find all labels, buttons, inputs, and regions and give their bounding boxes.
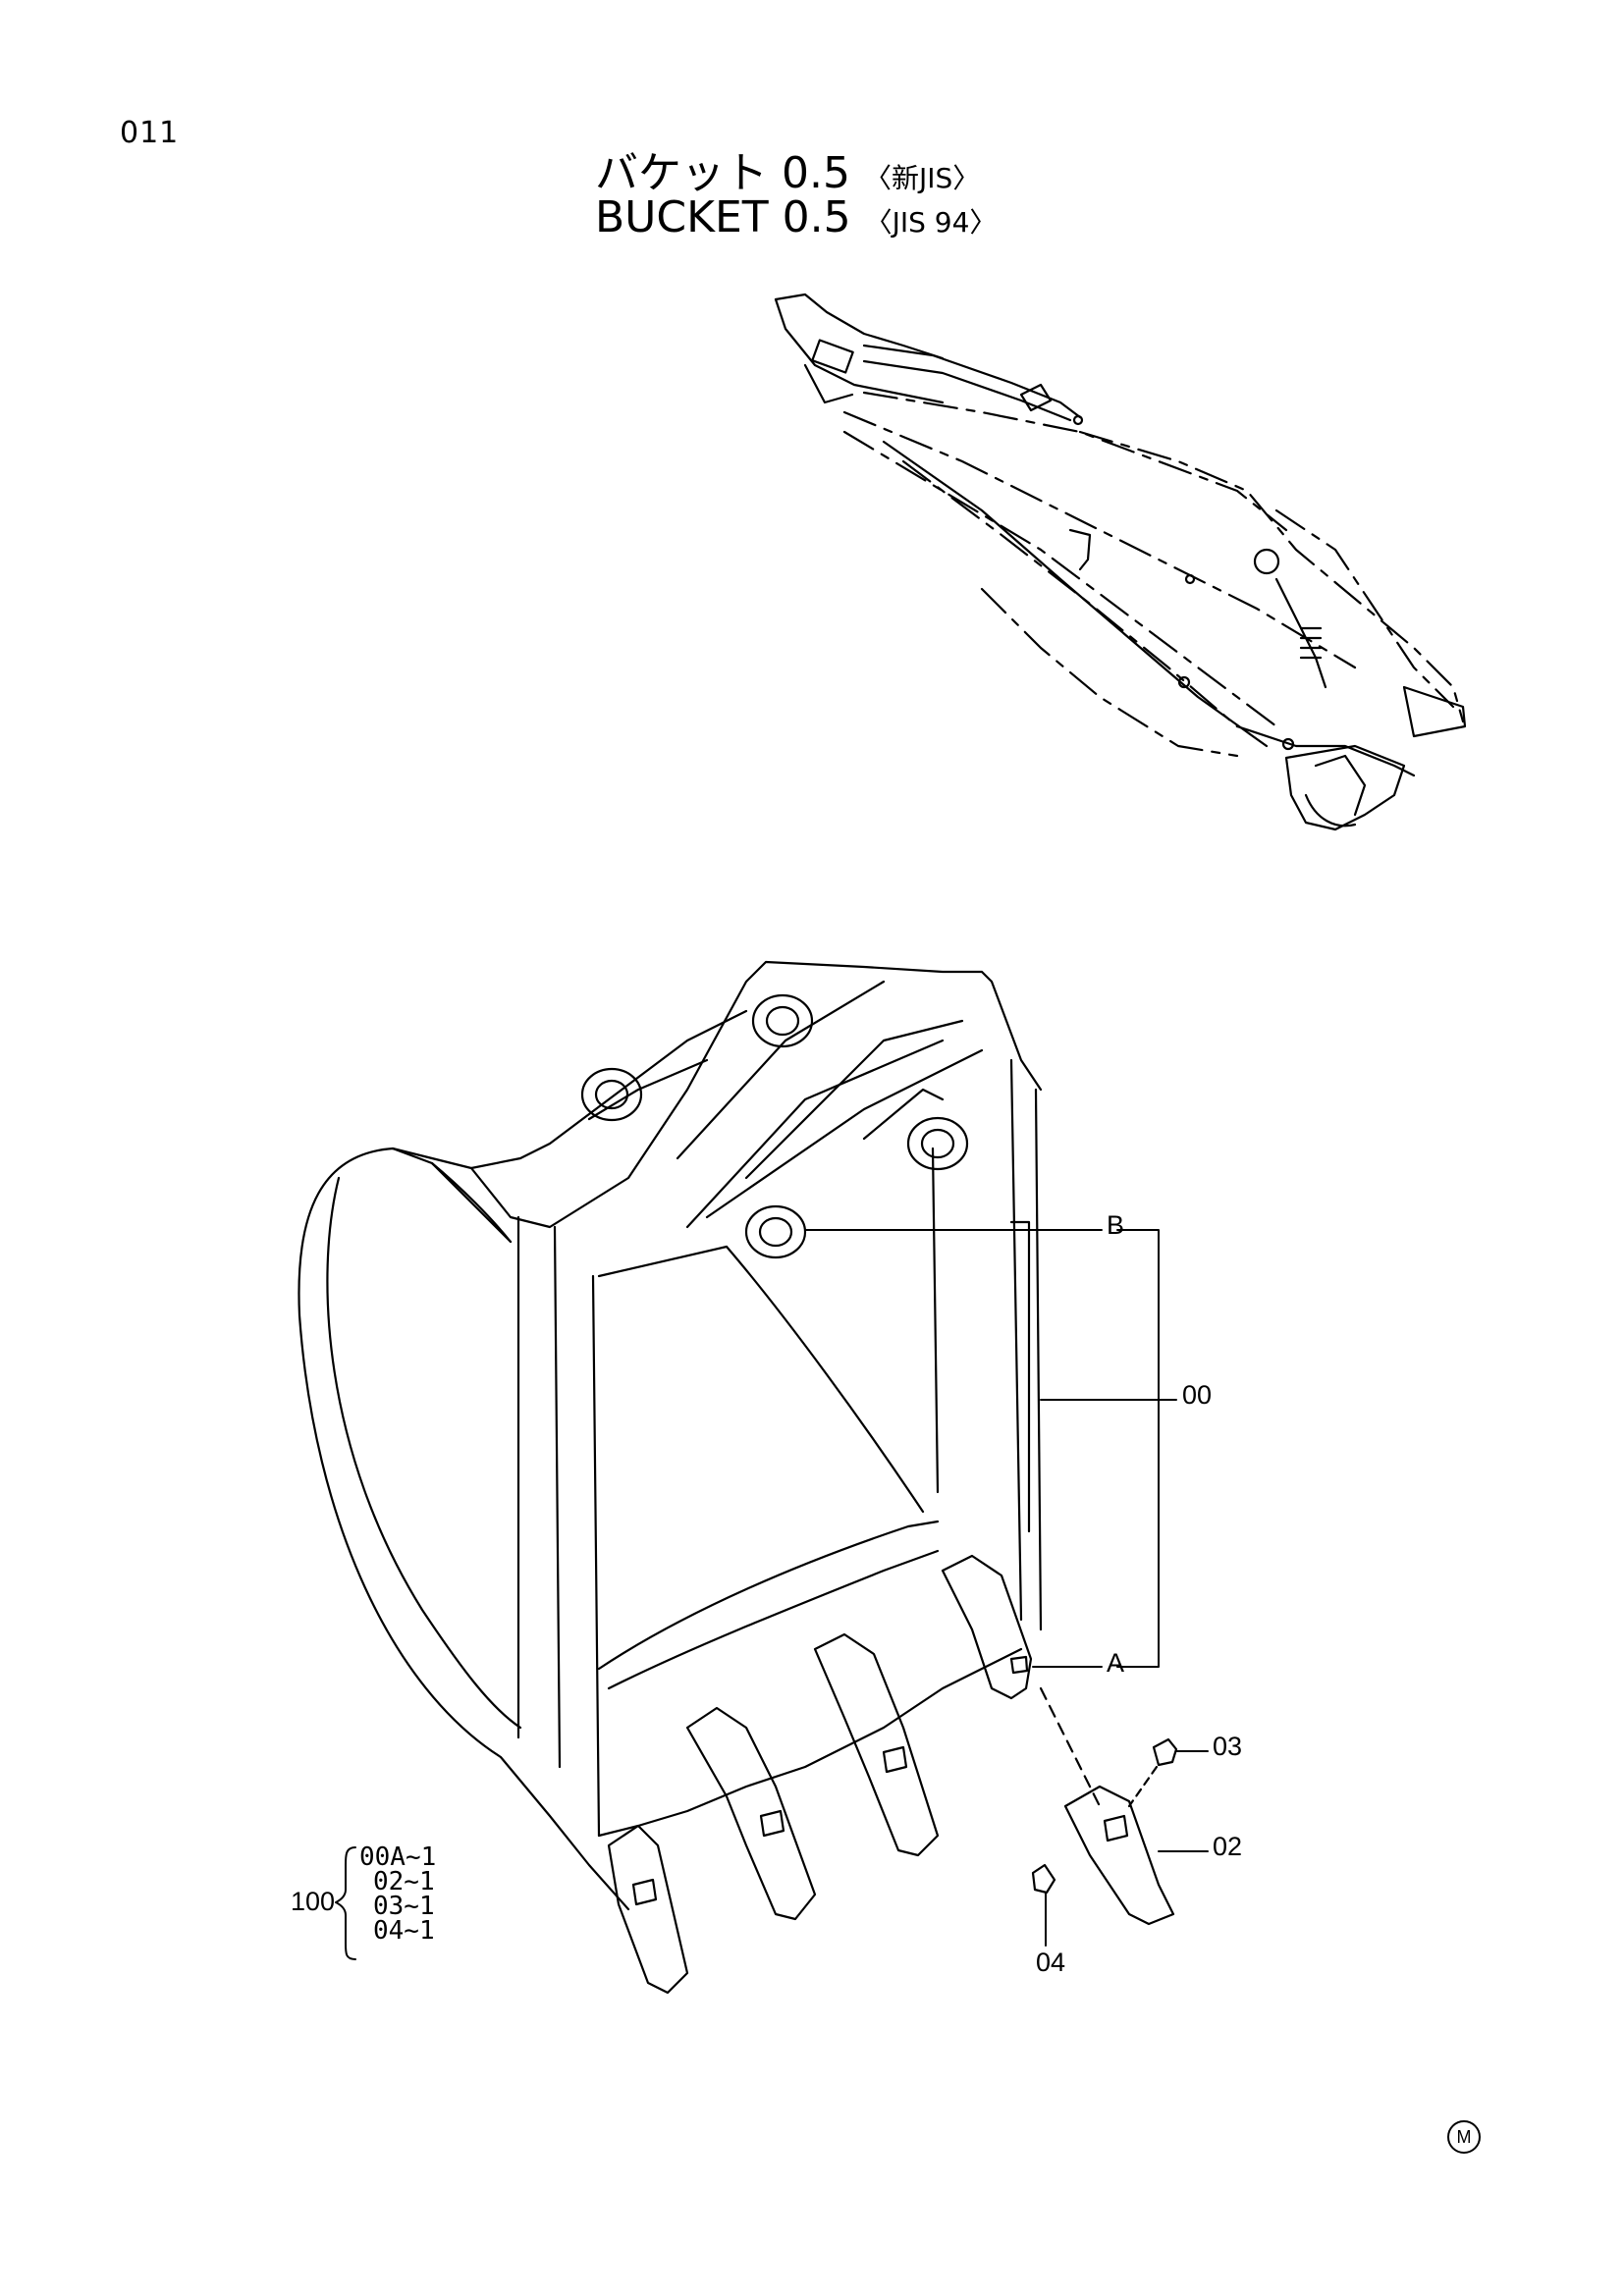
lock-pin-part-03 <box>1127 1737 1178 1808</box>
title-japanese-text: バケット 0.5 <box>595 148 850 198</box>
page-title-english: BUCKET 0.5 〈JIS 94〉 <box>595 192 997 242</box>
pin-boss-upper-right <box>751 993 814 1048</box>
page-number: 011 <box>120 116 180 150</box>
callout-label-00: 00 <box>1182 1380 1213 1410</box>
leader-lines <box>335 1229 1209 1960</box>
bucket-tooth-1 <box>607 1824 689 1995</box>
circled-m-mark: M <box>1447 2120 1481 2154</box>
callout-label-03: 03 <box>1213 1732 1243 1761</box>
lock-part-04 <box>1031 1863 1056 1895</box>
callout-label-04: 04 <box>1036 1948 1066 1977</box>
arm-overview-illustration <box>774 293 1467 831</box>
kit-number-label: 100 <box>291 1887 336 1916</box>
kit-item: 02~1 <box>373 1867 435 1896</box>
page-title-japanese: バケット 0.5 〈新JIS〉 <box>595 137 980 200</box>
kit-item: 00A~1 <box>359 1842 437 1872</box>
bucket-tooth-4 <box>941 1554 1033 1700</box>
kit-item: 03~1 <box>373 1892 435 1921</box>
callout-label-02: 02 <box>1213 1832 1243 1861</box>
bucket-main-illustration <box>298 960 1178 1995</box>
callout-label-a: A <box>1107 1648 1125 1678</box>
pin-boss-upper-left <box>580 1067 643 1122</box>
title-english-suffix: 〈JIS 94〉 <box>864 206 998 239</box>
bucket-tooth-2 <box>685 1706 817 1921</box>
kit-item: 04~1 <box>373 1916 435 1946</box>
pin-boss-lower-left <box>744 1204 807 1259</box>
pin-boss-lower-right <box>906 1116 969 1171</box>
bucket-side-plate <box>298 1147 630 1911</box>
title-japanese-suffix: 〈新JIS〉 <box>863 162 981 194</box>
tooth-part-02 <box>1063 1785 1175 1926</box>
title-english-text: BUCKET 0.5 <box>595 192 851 242</box>
bucket-tooth-3 <box>813 1632 940 1857</box>
callout-label-b: B <box>1107 1210 1125 1240</box>
kit-item-list: 00A~1 02~1 03~1 04~1 <box>359 1842 437 1946</box>
